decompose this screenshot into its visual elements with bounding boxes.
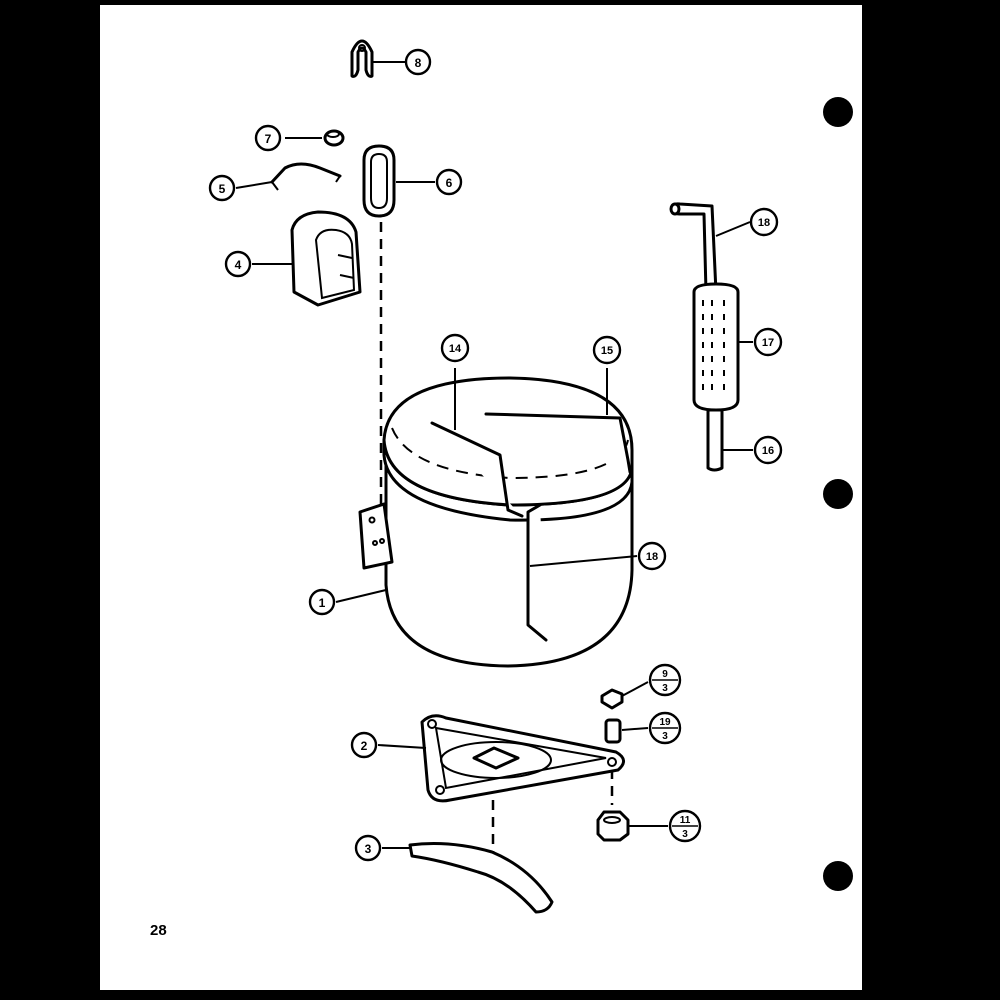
callout-7: 7	[254, 124, 282, 152]
callout-2: 2	[350, 731, 378, 759]
svg-text:5: 5	[219, 182, 226, 196]
page-number: 28	[150, 922, 167, 939]
part-cap	[323, 129, 345, 147]
svg-text:6: 6	[446, 176, 453, 190]
callout-9-3: 9 3	[648, 663, 682, 697]
callout-4: 4	[224, 250, 252, 278]
svg-text:19: 19	[659, 717, 671, 728]
callout-11-3: 11 3	[668, 809, 702, 843]
part-gasket	[362, 144, 396, 218]
svg-text:8: 8	[415, 56, 422, 70]
part-wire-clip	[270, 162, 342, 191]
callout-8: 8	[404, 48, 432, 76]
part-sleeve-19	[604, 718, 622, 744]
svg-text:3: 3	[365, 842, 372, 856]
callout-5: 5	[208, 174, 236, 202]
callout-1: 1	[308, 588, 336, 616]
callout-18-lower: 18	[637, 541, 667, 571]
binder-hole-middle	[823, 479, 853, 509]
svg-text:17: 17	[762, 337, 774, 349]
leader-lines	[235, 61, 753, 849]
part-clip	[350, 39, 374, 78]
svg-text:16: 16	[762, 445, 774, 457]
svg-text:3: 3	[662, 683, 668, 694]
callout-6: 6	[435, 168, 463, 196]
part-terminal-cover	[290, 210, 362, 307]
svg-text:9: 9	[662, 669, 668, 680]
svg-text:1: 1	[319, 596, 326, 610]
svg-text:7: 7	[265, 132, 272, 146]
part-spring-clip	[408, 842, 554, 914]
callout-16: 16	[753, 435, 783, 465]
svg-text:3: 3	[662, 731, 668, 742]
part-tube-15-inner	[485, 413, 631, 473]
binder-hole-top	[823, 97, 853, 127]
svg-text:18: 18	[646, 551, 658, 563]
part-tube-14-inner	[431, 422, 523, 517]
svg-text:4: 4	[235, 258, 242, 272]
part-nut-9	[600, 688, 624, 710]
part-base-plate	[420, 714, 625, 803]
part-compressor	[358, 376, 634, 668]
callout-19-3: 19 3	[648, 711, 682, 745]
binder-hole-bottom	[823, 861, 853, 891]
part-discharge-tube-inner	[527, 504, 547, 641]
callout-3: 3	[354, 834, 382, 862]
svg-text:2: 2	[361, 739, 368, 753]
callout-14: 14	[440, 333, 470, 363]
part-grommet-11	[596, 810, 630, 842]
svg-text:3: 3	[682, 829, 688, 840]
svg-text:11: 11	[680, 815, 691, 826]
part-muffler-assembly	[669, 202, 740, 472]
callout-17: 17	[753, 327, 783, 357]
svg-text:15: 15	[601, 345, 613, 357]
callout-15: 15	[592, 335, 622, 365]
svg-text:18: 18	[758, 217, 770, 229]
callout-18-upper: 18	[749, 207, 779, 237]
svg-text:14: 14	[449, 343, 462, 355]
